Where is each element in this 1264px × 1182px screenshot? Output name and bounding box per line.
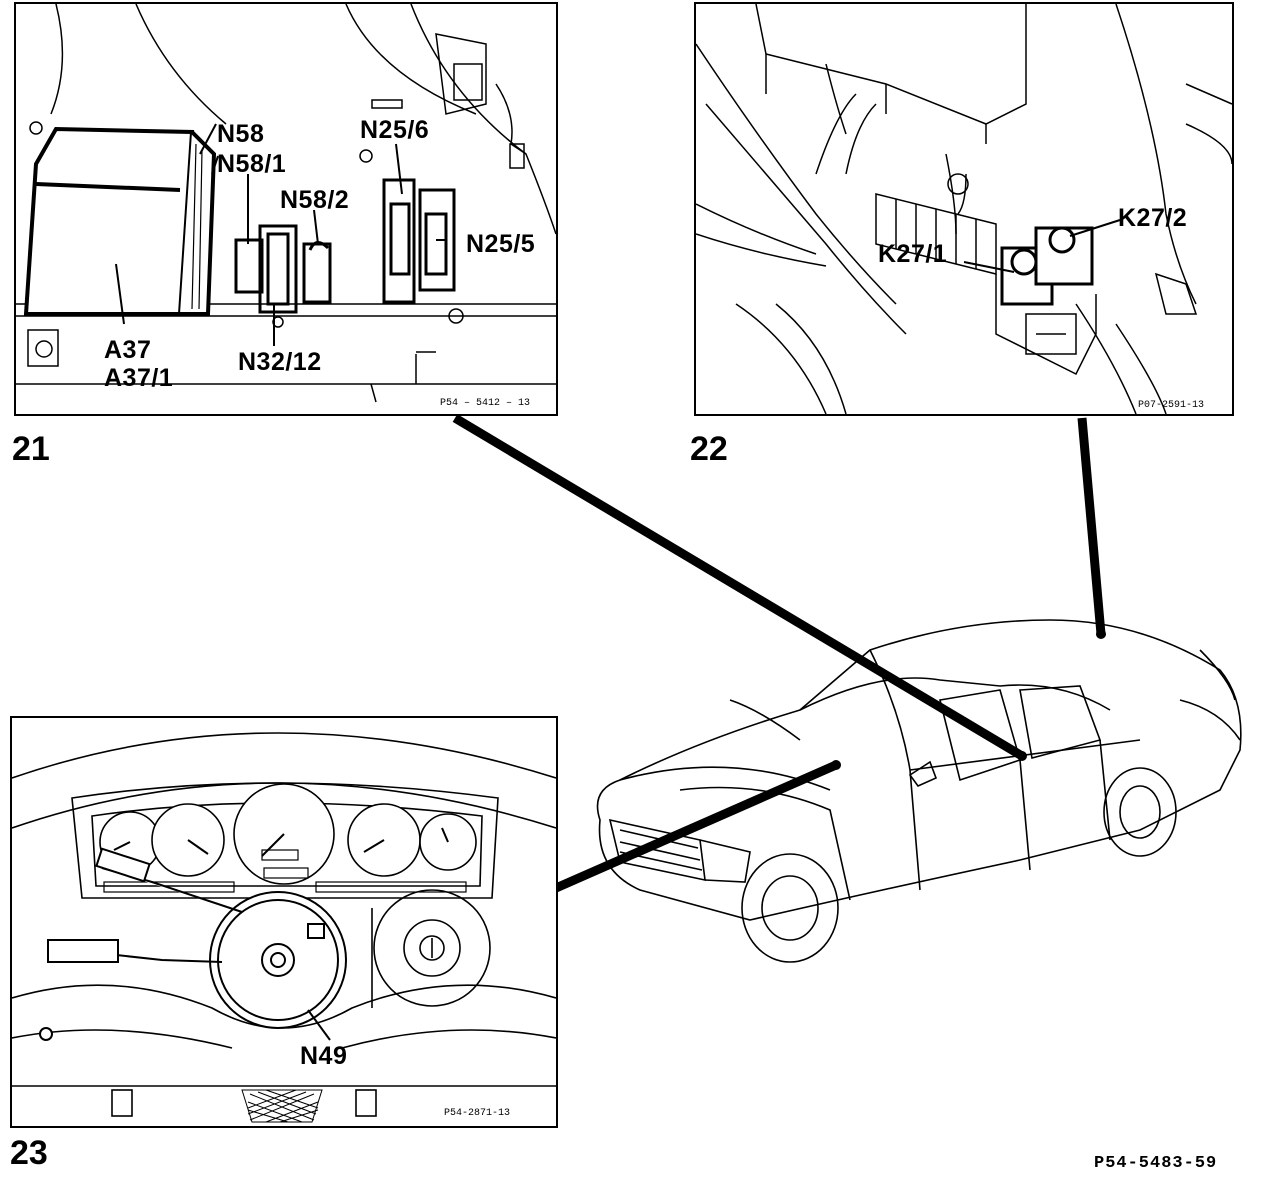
panel-23-illustration xyxy=(12,732,556,1123)
leader-line-23 xyxy=(554,760,838,893)
label-n25-6: N25/6 xyxy=(360,116,430,144)
label-a37: A37 xyxy=(104,336,152,364)
panel-21-illustration xyxy=(16,4,556,403)
panel-21-trunk-modules: N58 N58/1 N58/2 N25/6 N25/5 A37 A37/1 N3… xyxy=(14,2,558,416)
panel-21-ref-code: P54 – 5412 – 13 xyxy=(440,398,531,409)
panel-21-number: 21 xyxy=(12,430,50,468)
panel-23-number: 23 xyxy=(10,1134,48,1172)
panel-23-ref-code: P54-2871-13 xyxy=(444,1108,511,1119)
label-k27-1: K27/1 xyxy=(878,240,948,268)
label-k27-2: K27/2 xyxy=(1118,204,1188,232)
panel-22-illustration xyxy=(696,4,1232,414)
panel-22-relay-location: K27/2 K27/1 P07-2591-13 xyxy=(694,2,1234,416)
car-illustration xyxy=(596,619,1242,963)
panel-23-instrument-cluster: N49 P54-2871-13 xyxy=(10,716,558,1128)
label-n49: N49 xyxy=(300,1042,348,1070)
figure-code: P54-5483-59 xyxy=(1094,1154,1218,1173)
label-n58: N58 xyxy=(217,120,265,148)
label-n58-2: N58/2 xyxy=(280,186,350,214)
leader-line-22 xyxy=(1077,417,1106,635)
panel-22-number: 22 xyxy=(690,430,728,468)
label-n25-5: N25/5 xyxy=(466,230,536,258)
panel-22-ref-code: P07-2591-13 xyxy=(1138,400,1205,411)
label-n32-12: N32/12 xyxy=(238,348,322,376)
leader-line-21 xyxy=(452,414,1025,760)
label-n58-1: N58/1 xyxy=(217,150,287,178)
label-a37-1: A37/1 xyxy=(104,364,174,392)
